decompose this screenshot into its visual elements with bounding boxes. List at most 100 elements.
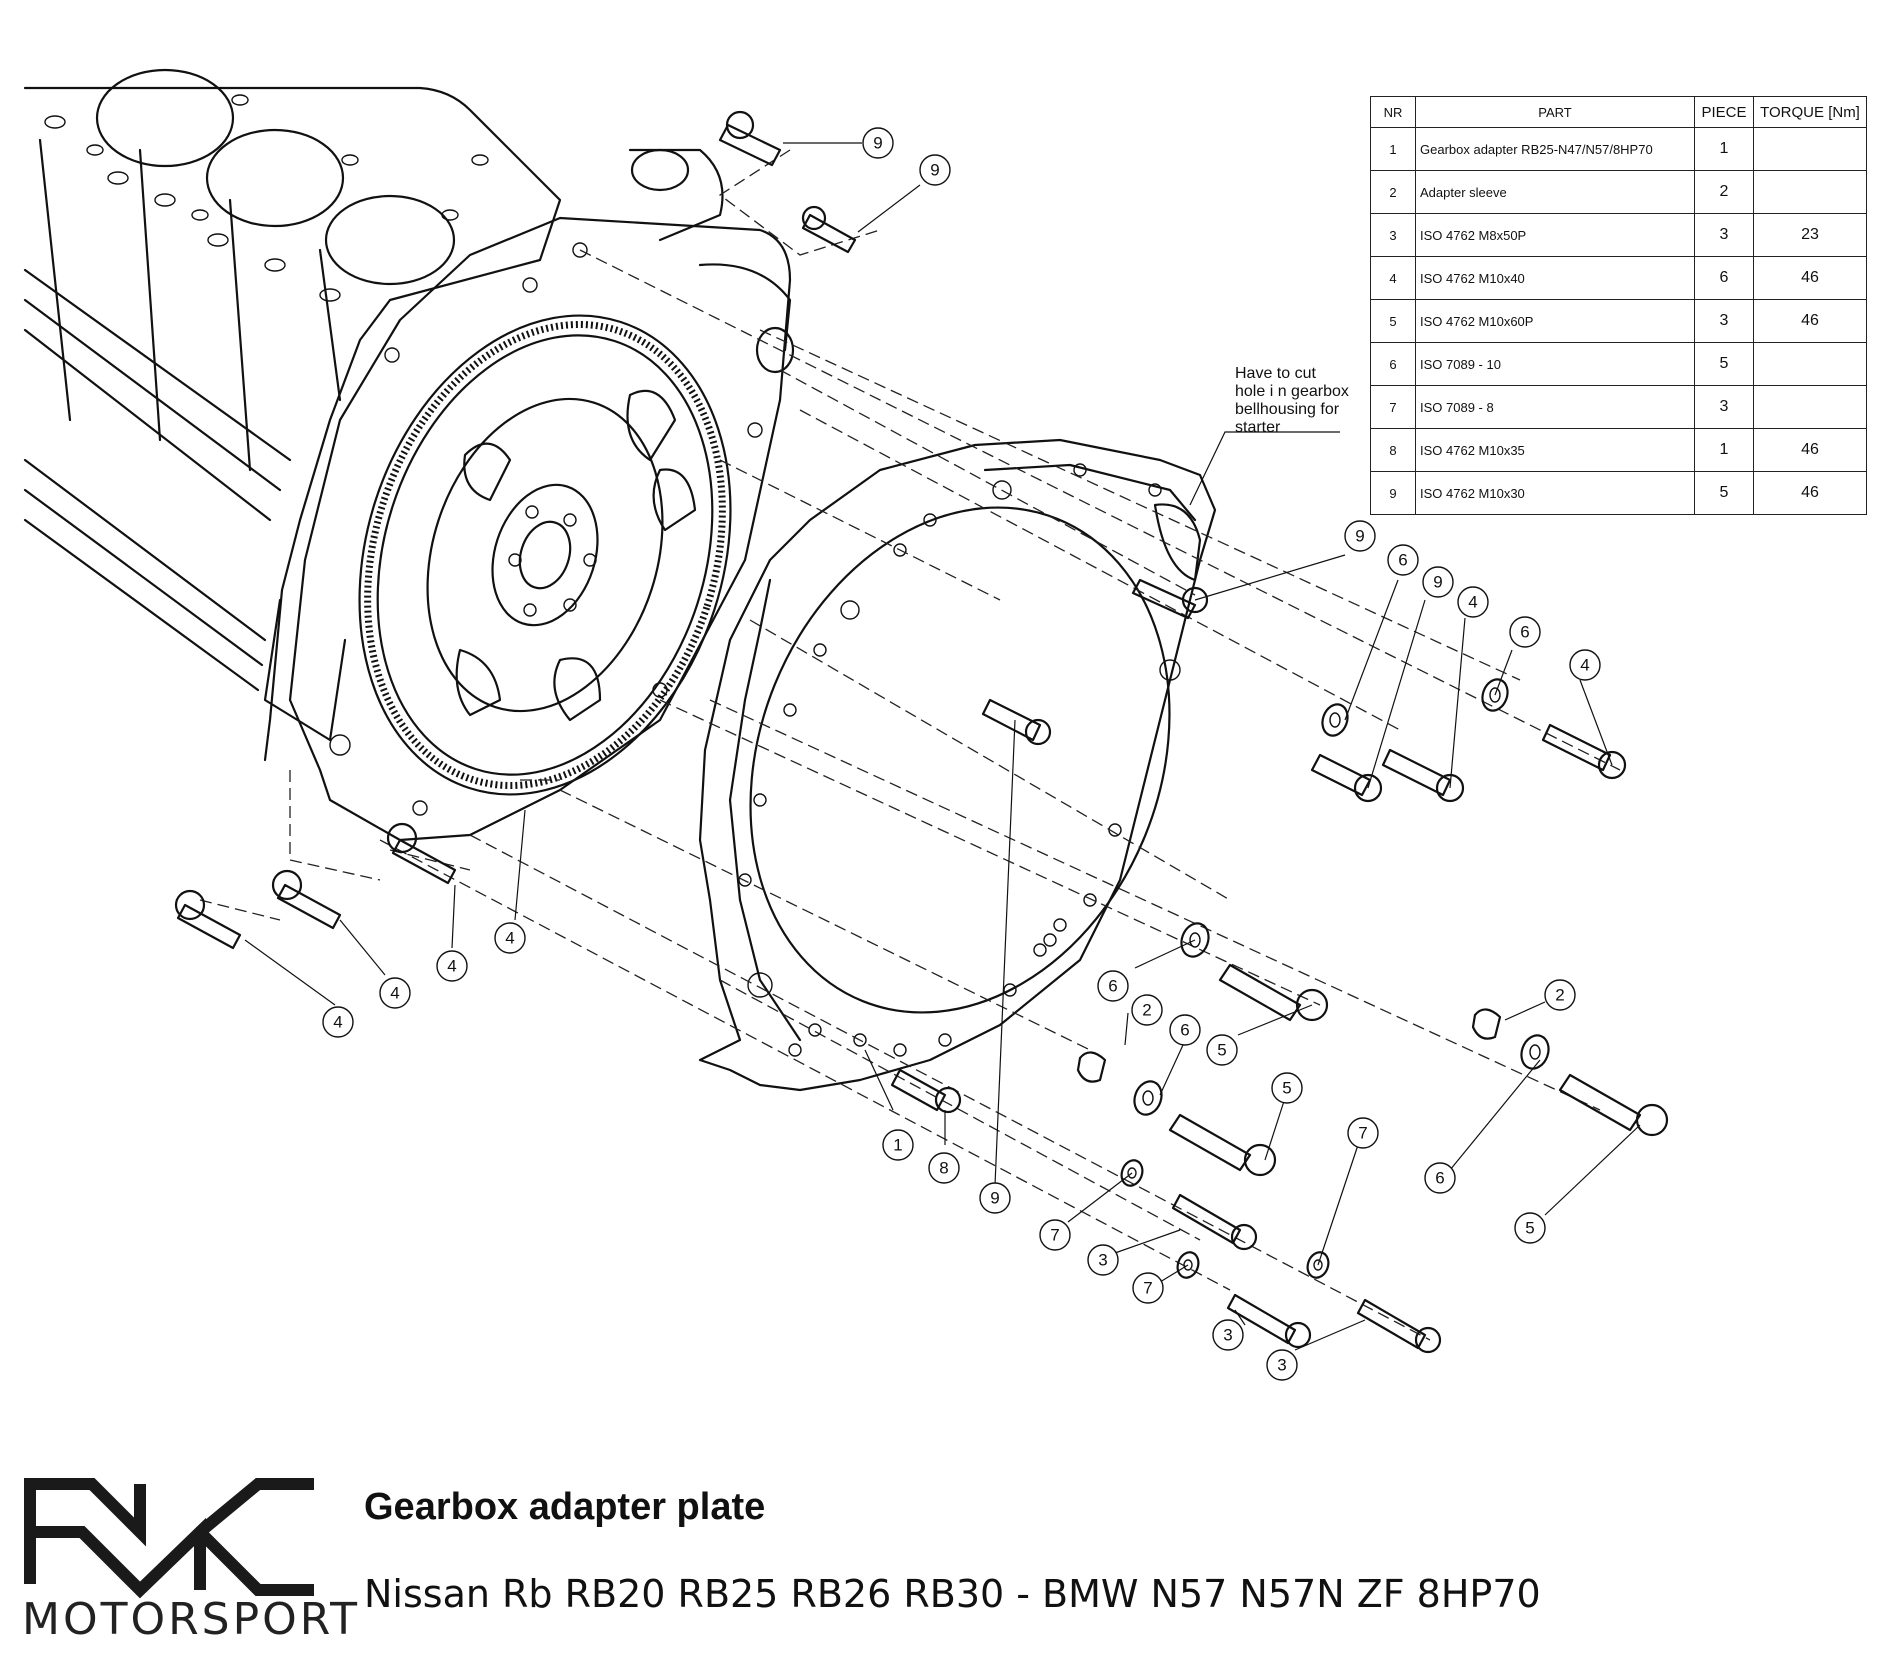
cell-part: ISO 4762 M10x60P xyxy=(1415,299,1695,343)
svg-text:4: 4 xyxy=(333,1013,342,1032)
cell-piece: 5 xyxy=(1694,471,1754,515)
svg-text:4: 4 xyxy=(1580,656,1589,675)
balloon: 4 xyxy=(379,977,411,1009)
cell-nr: 5 xyxy=(1370,299,1416,343)
cell-piece: 3 xyxy=(1694,299,1754,343)
note-line-1: Have to cut xyxy=(1235,365,1316,382)
starter-note: Have to cut hole i n gearbox bellhousing… xyxy=(1235,365,1349,436)
balloon: 9 xyxy=(919,154,951,186)
balloon: 5 xyxy=(1271,1072,1303,1104)
fasteners xyxy=(174,110,1669,1354)
column-header-torque: TORQUE [Nm] xyxy=(1753,96,1867,128)
cell-part: ISO 4762 M10x30 xyxy=(1415,471,1695,515)
svg-text:4: 4 xyxy=(390,984,399,1003)
svg-text:3: 3 xyxy=(1277,1356,1286,1375)
svg-text:7: 7 xyxy=(1143,1279,1152,1298)
engine-block xyxy=(23,68,724,762)
balloon: 3 xyxy=(1087,1244,1119,1276)
cell-piece: 6 xyxy=(1694,256,1754,300)
table-row: 1 Gearbox adapter RB25-N47/N57/8HP70 1 xyxy=(1370,127,1867,171)
balloon: 4 xyxy=(322,1006,354,1038)
balloon: 3 xyxy=(1266,1349,1298,1381)
cell-part: ISO 4762 M10x35 xyxy=(1415,428,1695,472)
balloon: 7 xyxy=(1039,1219,1071,1251)
table-row: 6 ISO 7089 - 10 5 xyxy=(1370,342,1867,386)
balloon: 7 xyxy=(1132,1272,1164,1304)
svg-text:6: 6 xyxy=(1520,623,1529,642)
cell-piece: 5 xyxy=(1694,342,1754,386)
balloon: 6 xyxy=(1424,1162,1456,1194)
svg-text:2: 2 xyxy=(1142,1001,1151,1020)
svg-text:9: 9 xyxy=(990,1189,999,1208)
cell-nr: 9 xyxy=(1370,471,1416,515)
svg-text:9: 9 xyxy=(873,134,882,153)
cell-piece: 2 xyxy=(1694,170,1754,214)
balloon: 9 xyxy=(1344,520,1376,552)
note-line-4: starter xyxy=(1235,419,1281,436)
svg-text:3: 3 xyxy=(1223,1326,1232,1345)
cell-part: Gearbox adapter RB25-N47/N57/8HP70 xyxy=(1415,127,1695,171)
svg-text:7: 7 xyxy=(1358,1124,1367,1143)
svg-text:7: 7 xyxy=(1050,1226,1059,1245)
flexplate xyxy=(358,314,732,796)
balloon: 6 xyxy=(1097,970,1129,1002)
balloon: 9 xyxy=(862,127,894,159)
balloon: 9 xyxy=(979,1182,1011,1214)
cell-torque: 23 xyxy=(1753,213,1867,257)
svg-text:6: 6 xyxy=(1108,977,1117,996)
cell-torque: 46 xyxy=(1753,428,1867,472)
cell-part: ISO 4762 M10x40 xyxy=(1415,256,1695,300)
balloon: 9 xyxy=(1422,566,1454,598)
svg-text:4: 4 xyxy=(505,929,514,948)
svg-text:6: 6 xyxy=(1398,551,1407,570)
svg-text:8: 8 xyxy=(939,1159,948,1178)
item-balloons: 9 9 9 6 9 4 6 4 4 4 4 4 6 5 2 2 6 5 1 8 … xyxy=(322,127,1601,1381)
cell-part: ISO 4762 M8x50P xyxy=(1415,213,1695,257)
pmc-logo xyxy=(24,1478,314,1599)
note-line-3: bellhousing for xyxy=(1235,401,1340,418)
svg-text:3: 3 xyxy=(1098,1251,1107,1270)
cell-torque xyxy=(1753,127,1867,171)
svg-text:5: 5 xyxy=(1525,1219,1534,1238)
cell-nr: 3 xyxy=(1370,213,1416,257)
cell-piece: 1 xyxy=(1694,428,1754,472)
brand-wordmark: MOTORSPORT xyxy=(22,1594,361,1645)
table-row: 2 Adapter sleeve 2 xyxy=(1370,170,1867,214)
cell-part: ISO 7089 - 10 xyxy=(1415,342,1695,386)
parts-list-table: NR PART PIECE TORQUE [Nm] 1 Gearbox adap… xyxy=(1370,96,1867,515)
balloon: 2 xyxy=(1131,994,1163,1026)
cell-nr: 1 xyxy=(1370,127,1416,171)
table-row: 3 ISO 4762 M8x50P 3 23 xyxy=(1370,213,1867,257)
svg-text:5: 5 xyxy=(1282,1079,1291,1098)
svg-text:5: 5 xyxy=(1217,1041,1226,1060)
table-row: 7 ISO 7089 - 8 3 xyxy=(1370,385,1867,429)
svg-text:2: 2 xyxy=(1555,986,1564,1005)
assembly-lines xyxy=(199,149,1621,1341)
svg-text:4: 4 xyxy=(447,957,456,976)
cell-piece: 3 xyxy=(1694,385,1754,429)
svg-text:6: 6 xyxy=(1435,1169,1444,1188)
balloon: 2 xyxy=(1544,979,1576,1011)
balloon: 4 xyxy=(436,950,468,982)
balloon: 1 xyxy=(882,1129,914,1161)
balloon: 6 xyxy=(1387,544,1419,576)
table-header-row: NR PART PIECE TORQUE [Nm] xyxy=(1370,96,1867,128)
cell-nr: 8 xyxy=(1370,428,1416,472)
column-header-piece: PIECE xyxy=(1694,96,1754,128)
balloon: 8 xyxy=(928,1152,960,1184)
cell-piece: 3 xyxy=(1694,213,1754,257)
balloon: 5 xyxy=(1514,1212,1546,1244)
table-row: 5 ISO 4762 M10x60P 3 46 xyxy=(1370,299,1867,343)
svg-text:1: 1 xyxy=(893,1136,902,1155)
page-title: Gearbox adapter plate xyxy=(364,1486,766,1528)
leader-lines xyxy=(244,142,1641,1351)
adapter-plate xyxy=(698,438,1217,1092)
cell-part: Adapter sleeve xyxy=(1415,170,1695,214)
table-row: 9 ISO 4762 M10x30 5 46 xyxy=(1370,471,1867,515)
svg-text:6: 6 xyxy=(1180,1021,1189,1040)
svg-text:4: 4 xyxy=(1468,593,1477,612)
cell-torque xyxy=(1753,170,1867,214)
cell-nr: 4 xyxy=(1370,256,1416,300)
cell-piece: 1 xyxy=(1694,127,1754,171)
